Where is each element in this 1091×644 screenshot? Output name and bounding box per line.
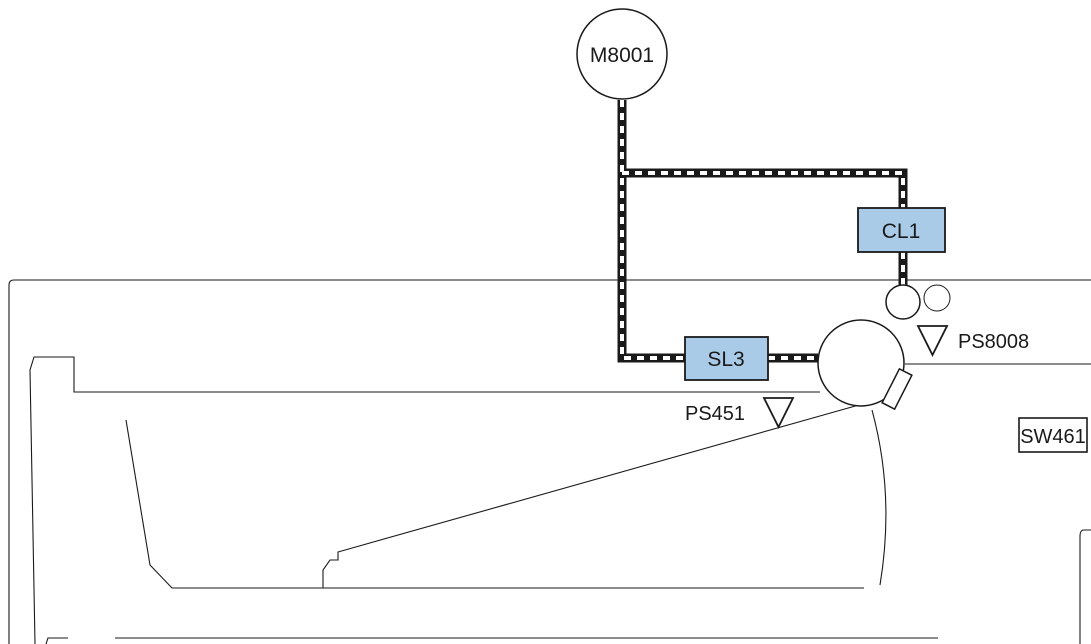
separation-pad (881, 367, 913, 411)
clutch-box (857, 207, 946, 253)
ps8008-label: PS8008 (958, 331, 1029, 353)
frame-outer-line (8, 279, 1091, 644)
inner-tray-line (125, 419, 864, 589)
clutch-label: CL1 (882, 220, 921, 243)
ps8008-triangle-icon (916, 325, 949, 358)
pickup-roller (817, 319, 905, 407)
motor-circle (576, 8, 668, 100)
rollers (817, 284, 951, 411)
switch-label: SW461 (1020, 426, 1086, 448)
frame-outline (8, 279, 1091, 644)
tray-base-left (45, 637, 68, 644)
feed-roller (885, 284, 921, 320)
motor-label: M8001 (590, 44, 654, 67)
solenoid-sl3: SL3 (684, 336, 769, 381)
drive-belt-black (617, 100, 908, 363)
drive-train (617, 100, 908, 363)
tray-top-line (29, 356, 820, 644)
right-bracket-line (1079, 529, 1091, 644)
motor-m8001: M8001 (576, 8, 668, 100)
solenoid-box (684, 336, 769, 381)
idler-roller (923, 284, 951, 312)
solenoid-label: SL3 (707, 348, 744, 371)
sensor-ps8008: PS8008 (916, 325, 1029, 358)
clutch-cl1: CL1 (857, 207, 946, 253)
switch-box (1018, 417, 1088, 453)
right-guide-line (871, 409, 887, 586)
sensor-ps451: PS451 (685, 397, 795, 430)
ps451-label: PS451 (685, 403, 745, 425)
switch-sw461: SW461 (1018, 417, 1088, 453)
lift-plate-line (322, 402, 867, 588)
ps451-triangle-icon (762, 397, 795, 430)
